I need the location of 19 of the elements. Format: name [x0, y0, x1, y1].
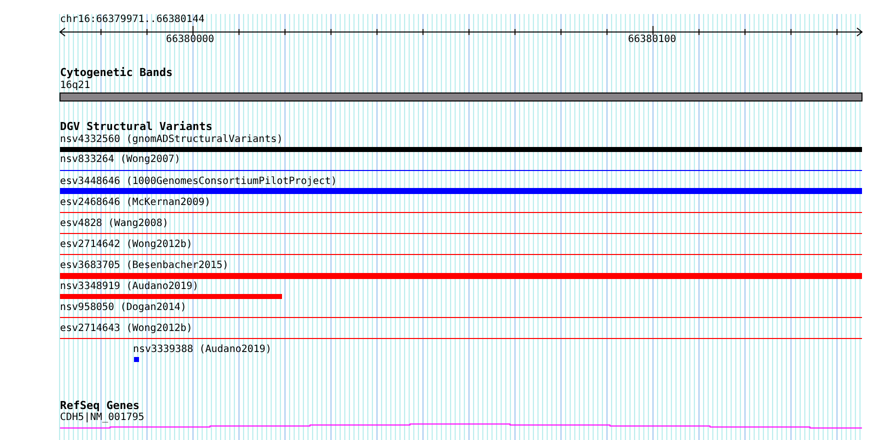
track-title: DGV Structural Variants: [60, 121, 212, 133]
variant-label: esv3448646 (1000GenomesConsortiumPilotProject): [60, 176, 337, 188]
variant-label: esv2468646 (McKernan2009): [60, 197, 211, 209]
variant-label: esv3683705 (Besenbacher2015): [60, 260, 229, 272]
axis-tick-label: 66380000: [166, 34, 214, 46]
variant-label: nsv833264 (Wong2007): [60, 154, 180, 166]
track-title: RefSeq Genes: [60, 400, 140, 412]
variant-label: esv4828 (Wang2008): [60, 218, 168, 230]
track-title: Cytogenetic Bands: [60, 67, 173, 79]
variant-label: nsv4332560 (gnomADStructuralVariants): [60, 134, 283, 146]
band-label: 16q21: [60, 80, 90, 92]
variant-label: esv2714642 (Wong2012b): [60, 239, 192, 251]
gene-label: CDH5|NM_001795: [60, 412, 144, 424]
coordinate-label: chr16:66379971..66380144: [60, 14, 204, 26]
variant-label: esv2714643 (Wong2012b): [60, 323, 192, 335]
variant-label: nsv3348919 (Audano2019): [60, 281, 198, 293]
variant-label: nsv958050 (Dogan2014): [60, 302, 186, 314]
axis-tick-label: 66380100: [628, 34, 676, 46]
variant-label: nsv3339388 (Audano2019): [133, 344, 272, 356]
